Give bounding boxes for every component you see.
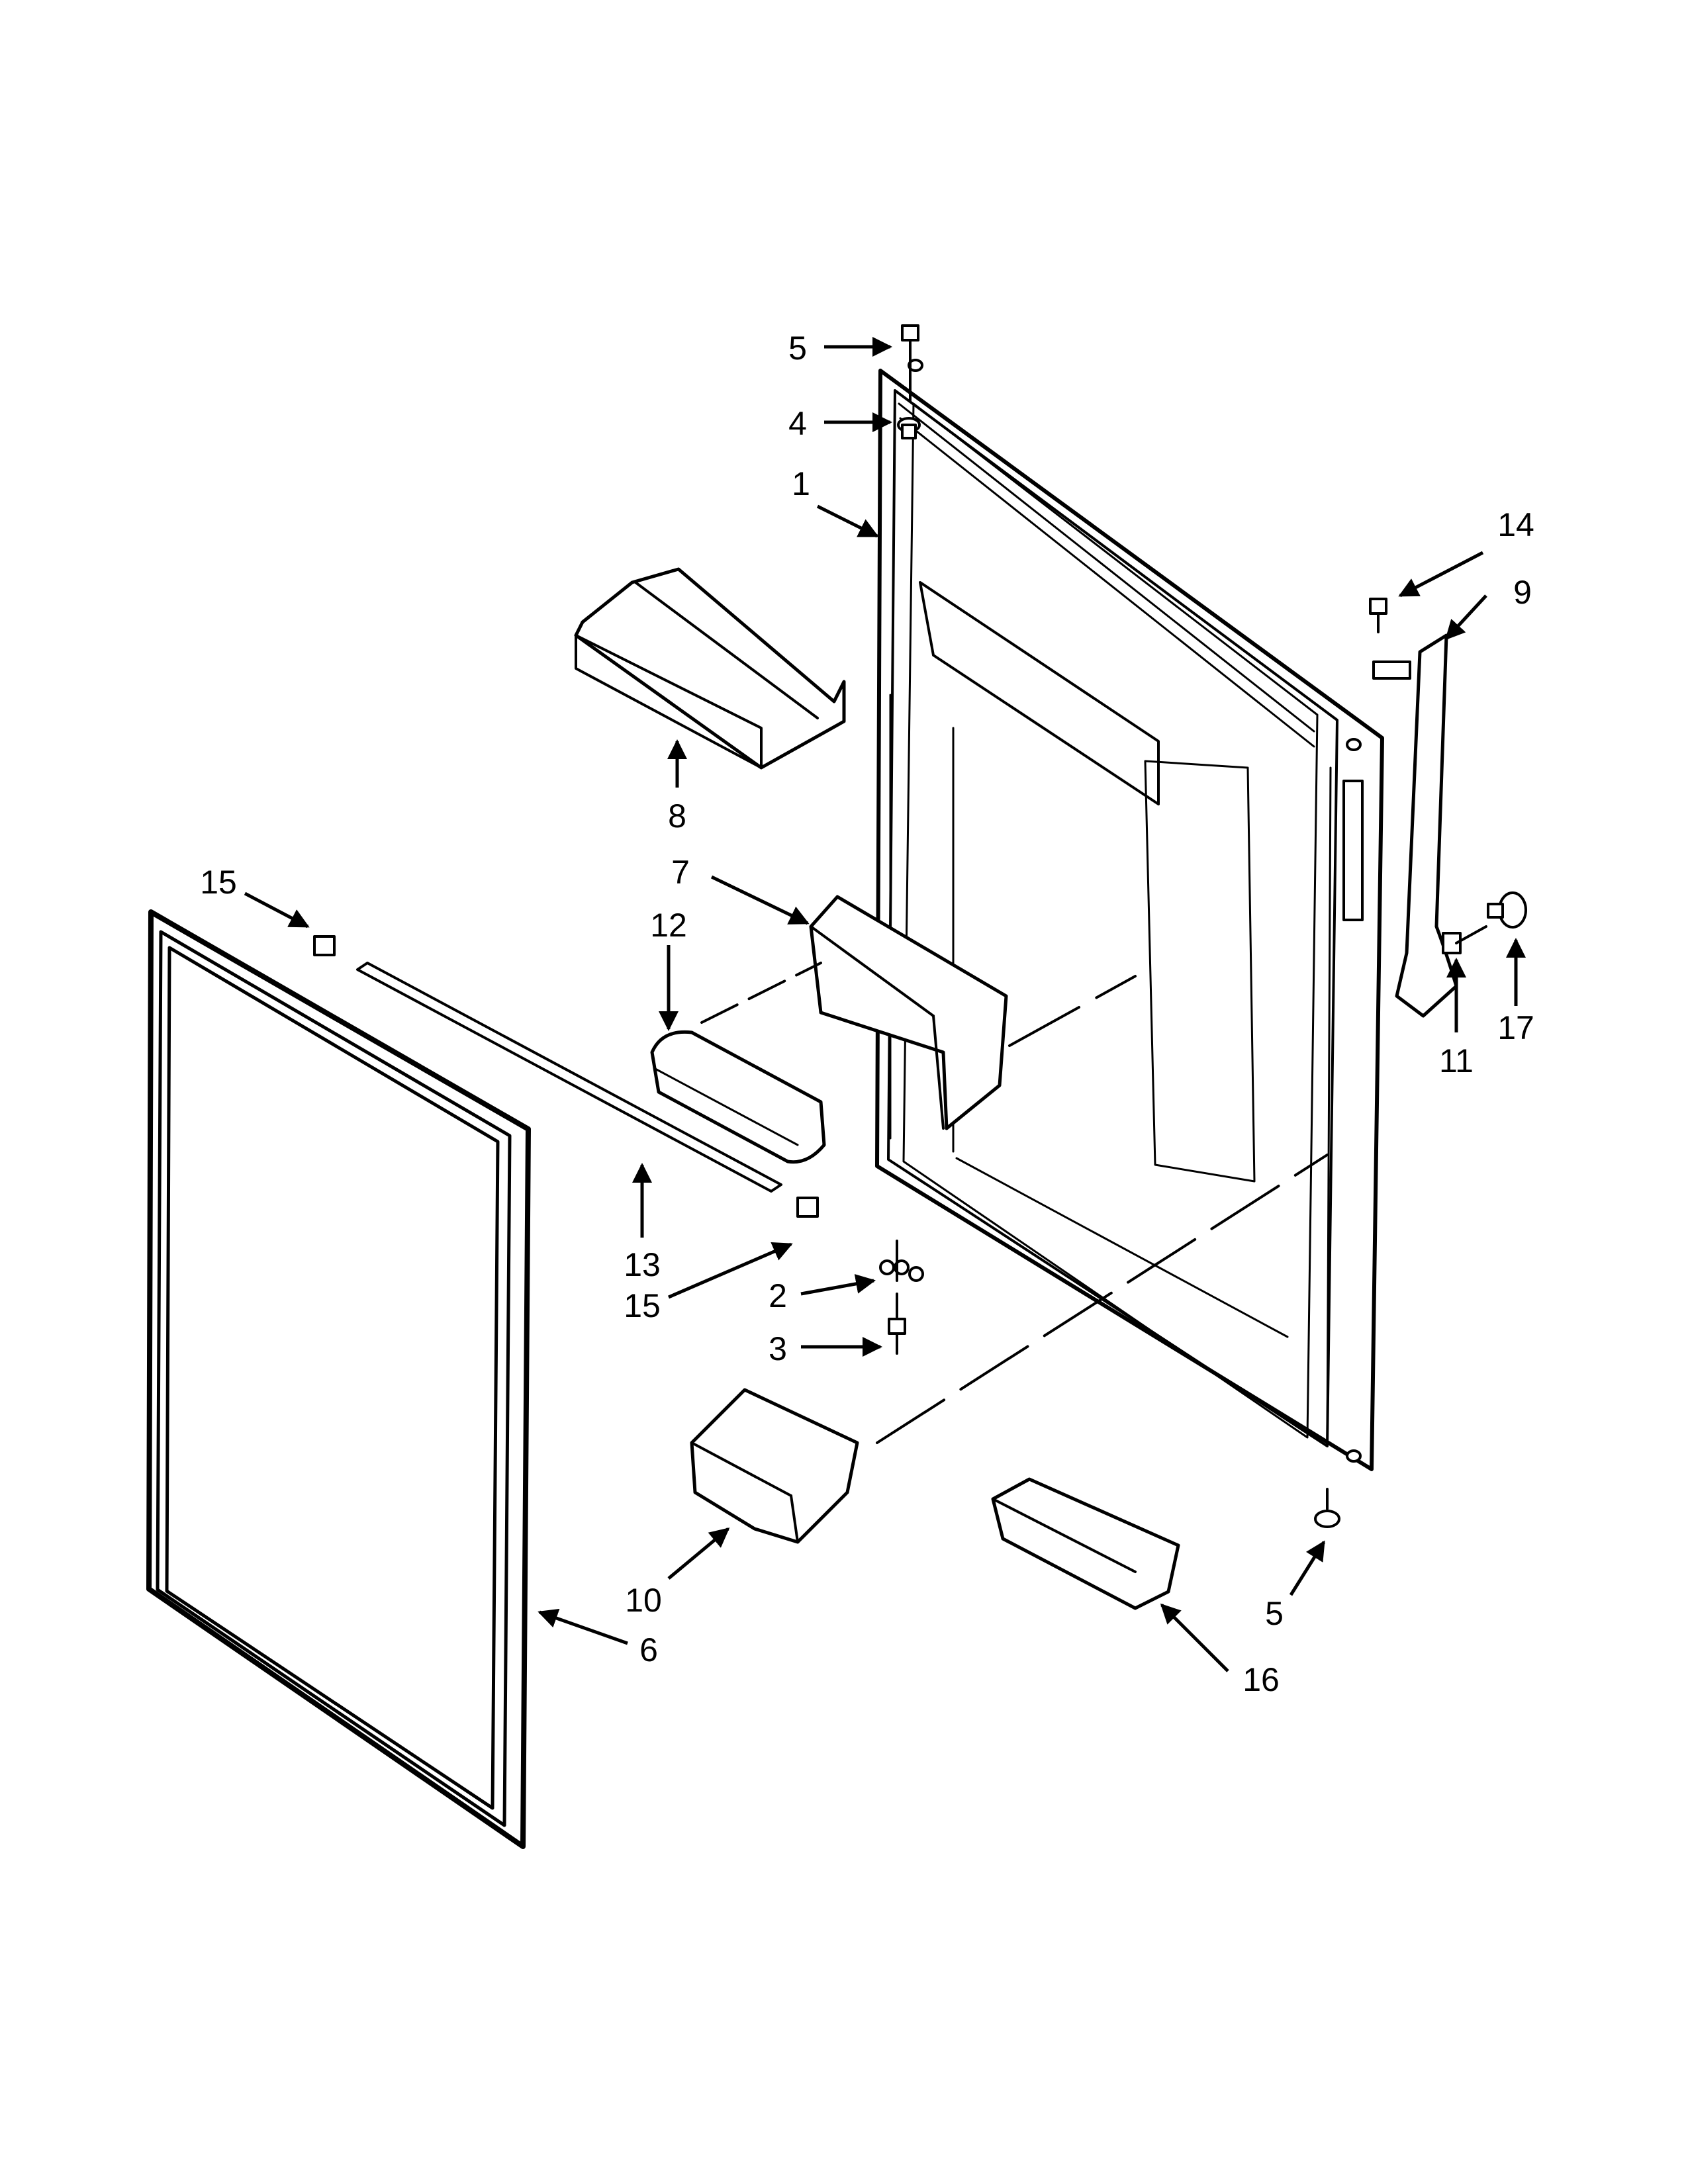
dairy-compartment: [809, 895, 1008, 1130]
hinge-screw-top: [901, 324, 919, 362]
set-screw: [1442, 932, 1462, 954]
assembly-lines: [700, 359, 1487, 1444]
callout-7: 7: [671, 854, 690, 891]
callout-17: 17: [1497, 1009, 1534, 1046]
end-cap-bottom: [796, 1197, 819, 1218]
door-gasket: [146, 909, 531, 1849]
handle-screw: [1369, 598, 1387, 633]
callout-labels: 5 4 1 14 9 8 7 12 15 11 17 13 15 2 3 10 …: [200, 330, 1534, 1698]
callout-4: 4: [788, 405, 807, 442]
callout-13: 13: [624, 1246, 661, 1283]
hinge-screw-lower: [888, 1318, 906, 1355]
upper-door-bin: [574, 567, 846, 770]
callout-2: 2: [769, 1277, 787, 1314]
hinge-pin: [897, 417, 921, 439]
lower-door-bin: [690, 1388, 859, 1544]
callout-11: 11: [1439, 1042, 1474, 1079]
callout-5-top: 5: [788, 330, 807, 367]
callout-1: 1: [792, 465, 810, 502]
door-handle: [1372, 633, 1458, 1018]
callout-16: 16: [1243, 1661, 1280, 1698]
callout-14: 14: [1497, 506, 1534, 543]
trim-strip: [356, 962, 782, 1193]
dairy-door: [650, 1030, 826, 1164]
callout-8: 8: [668, 797, 686, 835]
leader-arrows: [244, 337, 1526, 1672]
hinge-bracket: [879, 1259, 924, 1282]
callout-15-bottom: 15: [624, 1287, 661, 1324]
callout-15-top: 15: [200, 864, 237, 901]
callout-5-bottom: 5: [1265, 1595, 1284, 1632]
callout-10: 10: [625, 1582, 662, 1619]
callout-6: 6: [639, 1631, 658, 1668]
bottom-bin: [991, 1477, 1180, 1610]
door-assembly: [875, 359, 1384, 1471]
callout-3: 3: [769, 1330, 787, 1367]
end-cap-top: [313, 935, 336, 956]
button-plug: [1487, 891, 1527, 929]
callout-12: 12: [650, 907, 687, 944]
callout-9: 9: [1513, 574, 1532, 611]
hinge-screw-bottom: [1314, 1488, 1340, 1528]
